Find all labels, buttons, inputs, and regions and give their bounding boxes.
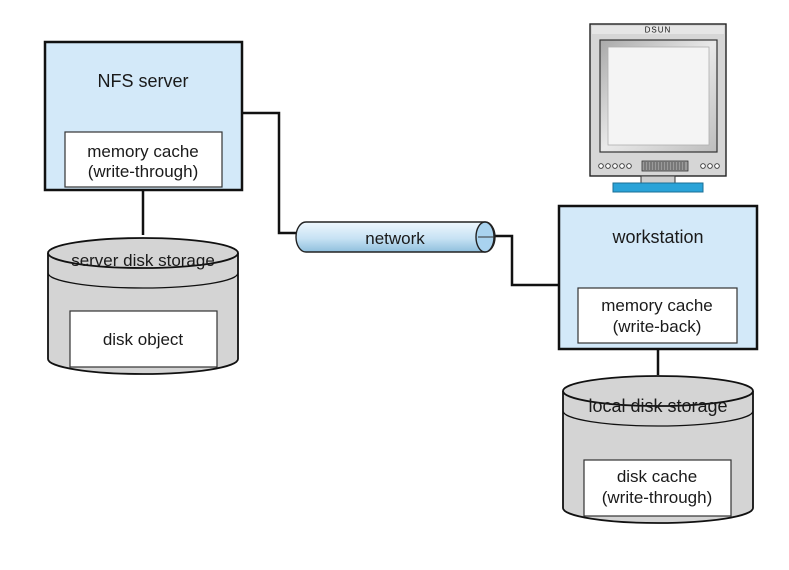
workstation-memory-cache-label: memory cache (601, 296, 712, 315)
network-label: network (365, 229, 425, 248)
disk-cache-policy: (write-through) (602, 488, 713, 507)
server-memory-cache-box (64, 131, 223, 188)
workstation-memory-cache-policy: (write-back) (613, 317, 702, 336)
local-disk-storage: local disk storage disk cache (write-thr… (562, 375, 754, 524)
workstation-title: workstation (611, 227, 703, 247)
monitor-brand: DSUN (645, 26, 672, 35)
monitor: DSUN (589, 23, 727, 193)
nfs-server: NFS server memory cache (write-through) (43, 40, 244, 192)
network-to-workstation-line (494, 234, 559, 287)
server-memory-cache-label: memory cache (87, 142, 198, 161)
server-to-network-line (242, 111, 304, 235)
disk-cache-label: disk cache (617, 467, 697, 486)
local-disk-storage-label: local disk storage (588, 396, 727, 416)
network-pipe: network (295, 221, 496, 253)
disk-object-box (69, 310, 218, 368)
disk-cache-box (583, 459, 732, 517)
connectors (141, 111, 660, 375)
monitor-base (612, 182, 704, 193)
server-memory-cache-policy: (write-through) (88, 162, 199, 181)
server-disk-storage: server disk storage disk object (47, 237, 239, 375)
disk-object-label: disk object (103, 330, 184, 349)
server-disk-storage-label: server disk storage (71, 251, 215, 270)
workstation: workstation memory cache (write-back) (557, 204, 759, 351)
monitor-buttons (598, 163, 720, 169)
workstation-memory-cache-box (577, 287, 738, 344)
nfs-server-title: NFS server (97, 71, 188, 91)
monitor-speaker-grille (641, 160, 689, 172)
